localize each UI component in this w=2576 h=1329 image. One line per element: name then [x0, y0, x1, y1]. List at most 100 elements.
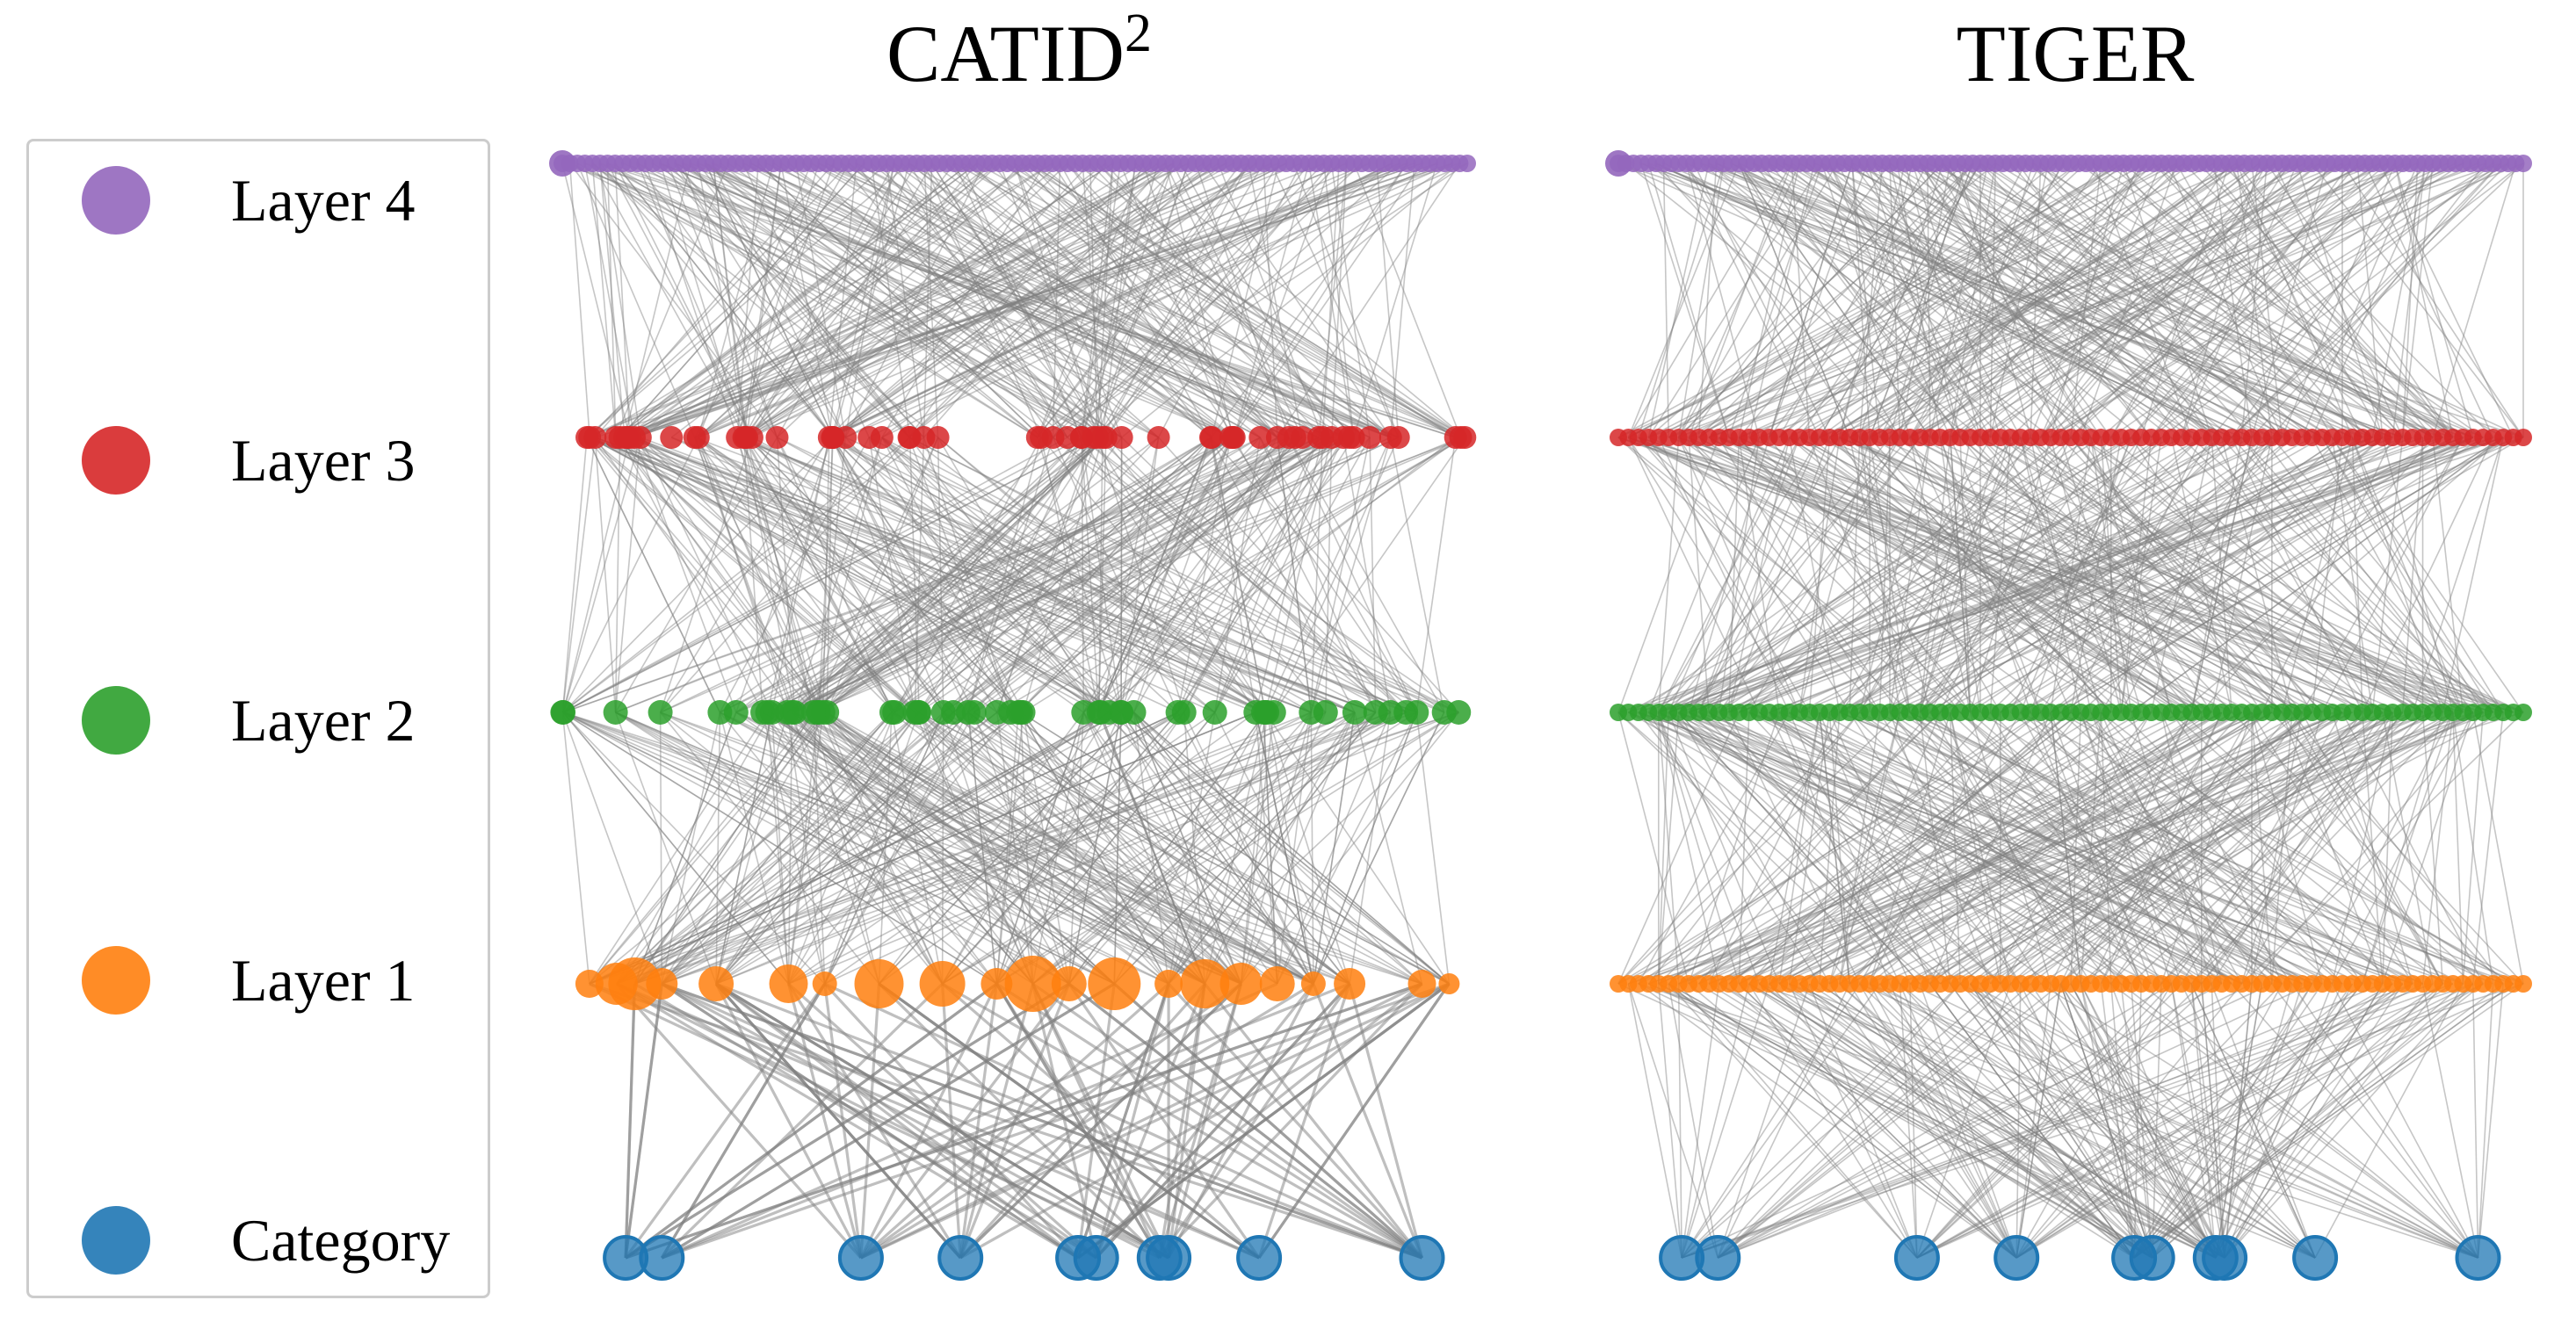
- edge: [1658, 437, 1791, 713]
- edge: [2240, 437, 2444, 713]
- edge: [1240, 711, 1313, 985]
- edge: [615, 163, 1422, 438]
- edge: [937, 437, 1275, 713]
- edge: [2296, 163, 2384, 438]
- edge: [1839, 711, 2504, 985]
- edge: [1029, 163, 1392, 438]
- edge: [1728, 711, 2081, 985]
- edge: [2030, 437, 2212, 713]
- edge: [1708, 437, 2203, 713]
- edge: [2020, 437, 2102, 713]
- layer2-node: [755, 700, 780, 725]
- edge: [746, 163, 978, 438]
- edge: [715, 711, 1179, 985]
- edge: [881, 437, 1216, 713]
- edge: [2240, 711, 2323, 985]
- edge: [633, 711, 920, 985]
- edge: [694, 437, 1417, 713]
- edge: [2421, 983, 2479, 1259]
- edge: [634, 711, 1110, 985]
- edge: [589, 711, 1417, 985]
- edge: [1718, 983, 2413, 1259]
- edge: [694, 163, 850, 438]
- edge: [1120, 711, 1314, 985]
- edge: [1096, 163, 1190, 438]
- edge: [1768, 163, 1869, 438]
- edge: [788, 163, 1160, 438]
- edge: [2181, 437, 2504, 713]
- edge: [589, 437, 1178, 713]
- edge: [2201, 711, 2424, 985]
- layer3-node: [1069, 426, 1093, 449]
- edge: [614, 437, 641, 713]
- edge: [1909, 163, 2509, 438]
- edge: [868, 163, 1393, 438]
- category-node: [1146, 1235, 1192, 1281]
- edge: [1638, 437, 1881, 713]
- edge: [1657, 711, 1670, 985]
- edge: [561, 711, 997, 985]
- edge: [973, 711, 1070, 985]
- edge: [968, 163, 1278, 438]
- edge: [2381, 711, 2394, 985]
- edge: [1264, 711, 1451, 985]
- edge: [719, 437, 870, 713]
- edge: [1698, 711, 1981, 985]
- edge: [2211, 983, 2316, 1259]
- edge: [1769, 711, 2203, 985]
- edge: [1617, 437, 2393, 713]
- edge: [1828, 437, 2223, 713]
- edge: [742, 163, 782, 438]
- edge: [1778, 163, 2080, 438]
- edge: [1728, 711, 2112, 985]
- edge: [1708, 163, 2501, 438]
- layer4-node: [1458, 155, 1476, 172]
- edge: [1989, 711, 2142, 985]
- layer2-node: [1404, 700, 1429, 725]
- edge: [881, 163, 1438, 438]
- edge: [2015, 983, 2173, 1259]
- edge: [793, 437, 883, 713]
- edge: [561, 437, 588, 713]
- edge: [2241, 711, 2524, 985]
- edge: [607, 163, 1456, 438]
- edge: [712, 163, 748, 438]
- edge: [614, 163, 835, 438]
- edge: [1738, 983, 2017, 1259]
- edge: [1658, 711, 2122, 985]
- edge: [2133, 983, 2363, 1259]
- edge: [694, 163, 1226, 438]
- edge: [589, 711, 824, 985]
- edge: [1889, 163, 2177, 438]
- layer2-node: [1171, 700, 1197, 725]
- edge: [1031, 983, 1098, 1259]
- edge: [1738, 163, 1931, 438]
- edge: [1959, 437, 2283, 713]
- edge: [637, 163, 835, 438]
- edge: [1769, 711, 2273, 985]
- edge: [634, 711, 1110, 985]
- edge: [2421, 711, 2454, 985]
- edge: [1806, 163, 2182, 438]
- edge: [1638, 983, 2217, 1259]
- edge: [1778, 163, 2117, 438]
- edge: [1821, 163, 2172, 438]
- edge: [614, 163, 631, 438]
- edge: [1798, 437, 2464, 713]
- edge: [735, 437, 834, 713]
- edge: [1919, 711, 2413, 985]
- edge: [2231, 437, 2484, 713]
- edge: [661, 711, 1019, 985]
- edge: [1979, 983, 2225, 1259]
- edge: [792, 437, 1107, 713]
- edge: [776, 163, 1068, 438]
- edge: [891, 437, 1095, 713]
- edge: [1052, 163, 1061, 438]
- edge: [1859, 711, 2232, 985]
- edge: [1708, 163, 2057, 438]
- edge: [1769, 437, 2474, 713]
- edge: [1681, 983, 1770, 1259]
- edge: [2311, 437, 2464, 713]
- edge: [1032, 711, 1459, 985]
- edge: [1994, 163, 2454, 438]
